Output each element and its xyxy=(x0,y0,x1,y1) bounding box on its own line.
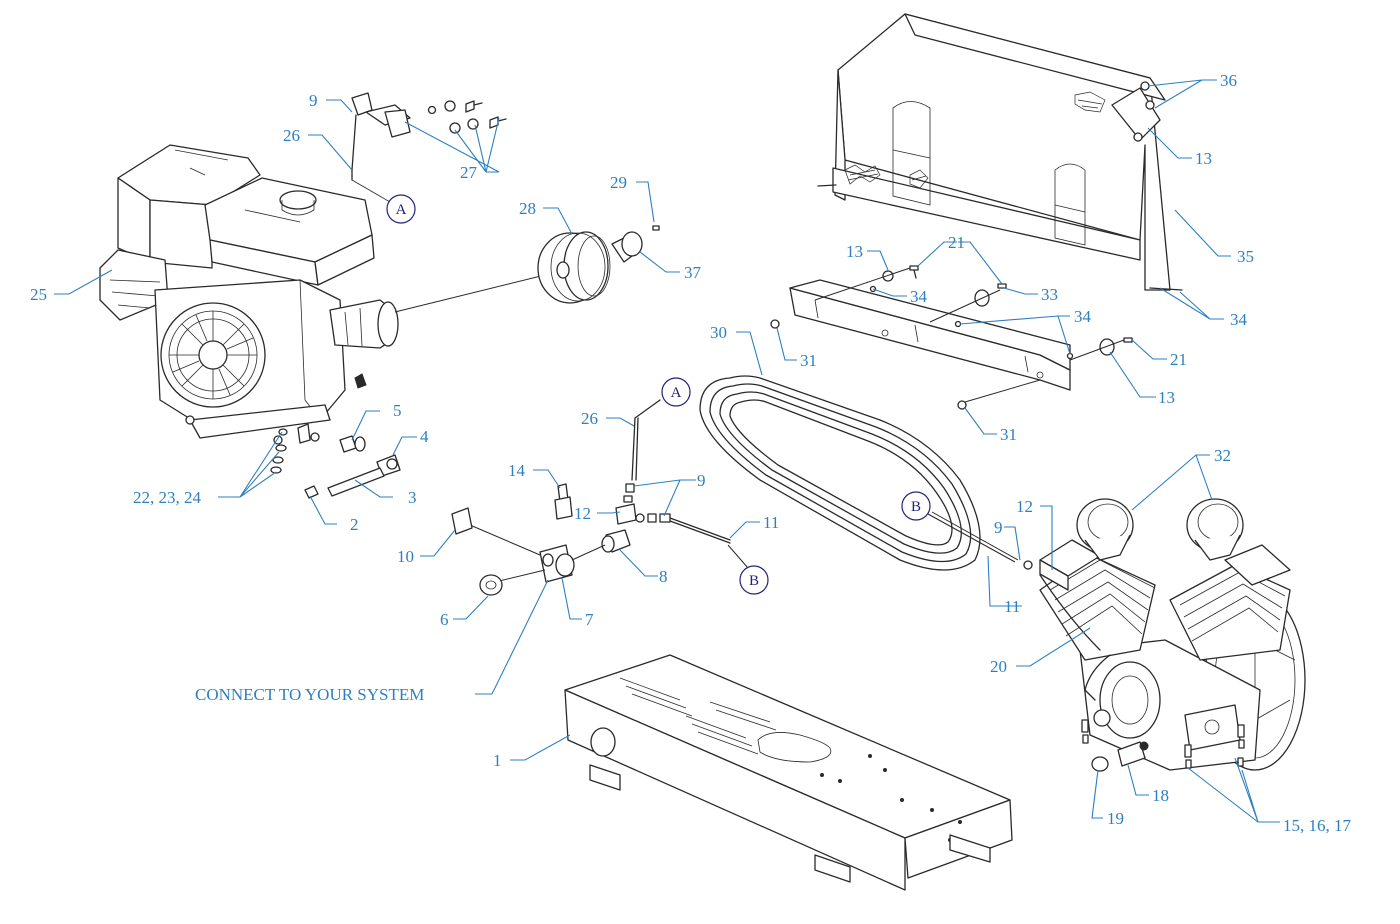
callout-20: 20 xyxy=(990,657,1007,676)
callout-19: 19 xyxy=(1107,809,1124,828)
callout-2: 2 xyxy=(350,515,359,534)
callout-8: 8 xyxy=(659,567,668,586)
callout-26-top: 26 xyxy=(283,126,300,145)
callout-33: 33 xyxy=(1041,285,1058,304)
callout-9-top: 9 xyxy=(309,91,318,110)
callout-12-right: 12 xyxy=(1016,497,1033,516)
callout-13-left: 13 xyxy=(846,242,863,261)
callout-18: 18 xyxy=(1152,786,1169,805)
callout-13-top: 13 xyxy=(1195,149,1212,168)
callout-28: 28 xyxy=(519,199,536,218)
callout-36: 36 xyxy=(1220,71,1237,90)
callout-34-b: 34 xyxy=(1074,307,1092,326)
callout-26-mid: 26 xyxy=(581,409,598,428)
callout-9-mid: 9 xyxy=(697,471,706,490)
compressor-pump xyxy=(1023,498,1306,772)
guard-bracket xyxy=(770,265,1133,410)
drive-belt xyxy=(699,375,981,571)
callout-1: 1 xyxy=(493,751,502,770)
callout-12-mid: 12 xyxy=(574,504,591,523)
callout-labels: 9 26 27 25 22, 23, 24 5 4 3 2 28 29 37 2… xyxy=(30,71,1352,835)
connect-to-system-label: CONNECT TO YOUR SYSTEM xyxy=(195,685,424,704)
svg-text:A: A xyxy=(396,202,407,218)
callout-9-right: 9 xyxy=(994,518,1003,537)
callout-leaders xyxy=(54,79,1280,823)
reference-a-mid: A xyxy=(661,377,691,407)
callout-35: 35 xyxy=(1237,247,1254,266)
svg-text:B: B xyxy=(911,499,921,515)
callout-22-23-24: 22, 23, 24 xyxy=(133,488,202,507)
callout-27: 27 xyxy=(460,163,478,182)
callout-11-right: 11 xyxy=(1004,597,1020,616)
svg-text:B: B xyxy=(749,573,759,589)
callout-34-a: 34 xyxy=(910,287,928,306)
callout-6: 6 xyxy=(440,610,449,629)
callout-31-a: 31 xyxy=(800,351,817,370)
callout-7: 7 xyxy=(585,610,594,629)
callout-32: 32 xyxy=(1214,446,1231,465)
callout-31-b: 31 xyxy=(1000,425,1017,444)
reference-b-mid: B xyxy=(739,565,769,595)
callout-21-b: 21 xyxy=(1170,350,1187,369)
callout-37: 37 xyxy=(684,263,702,282)
callout-3: 3 xyxy=(408,488,417,507)
callout-10: 10 xyxy=(397,547,414,566)
reference-b-right: B xyxy=(901,491,931,521)
engine xyxy=(99,144,399,445)
reference-a-top: A xyxy=(386,194,416,224)
callout-15-16-17: 15, 16, 17 xyxy=(1283,816,1352,835)
callout-30: 30 xyxy=(710,323,727,342)
callout-5: 5 xyxy=(393,401,402,420)
engine-pulley xyxy=(394,225,660,313)
callout-21-a: 21 xyxy=(948,233,965,252)
throttle-linkage xyxy=(351,92,507,203)
callout-4: 4 xyxy=(420,427,429,446)
engine-mount-hardware xyxy=(270,423,401,499)
callout-34-c: 34 xyxy=(1230,310,1248,329)
base-pan xyxy=(564,654,1013,891)
callout-13-right: 13 xyxy=(1158,388,1175,407)
callout-29: 29 xyxy=(610,173,627,192)
unloader-fittings xyxy=(451,399,731,596)
svg-text:A: A xyxy=(671,385,682,401)
reference-markers: A A B B xyxy=(386,194,1019,595)
callout-11-mid: 11 xyxy=(763,513,779,532)
belt-guard xyxy=(817,13,1183,291)
callout-14: 14 xyxy=(508,461,526,480)
callout-25: 25 xyxy=(30,285,47,304)
